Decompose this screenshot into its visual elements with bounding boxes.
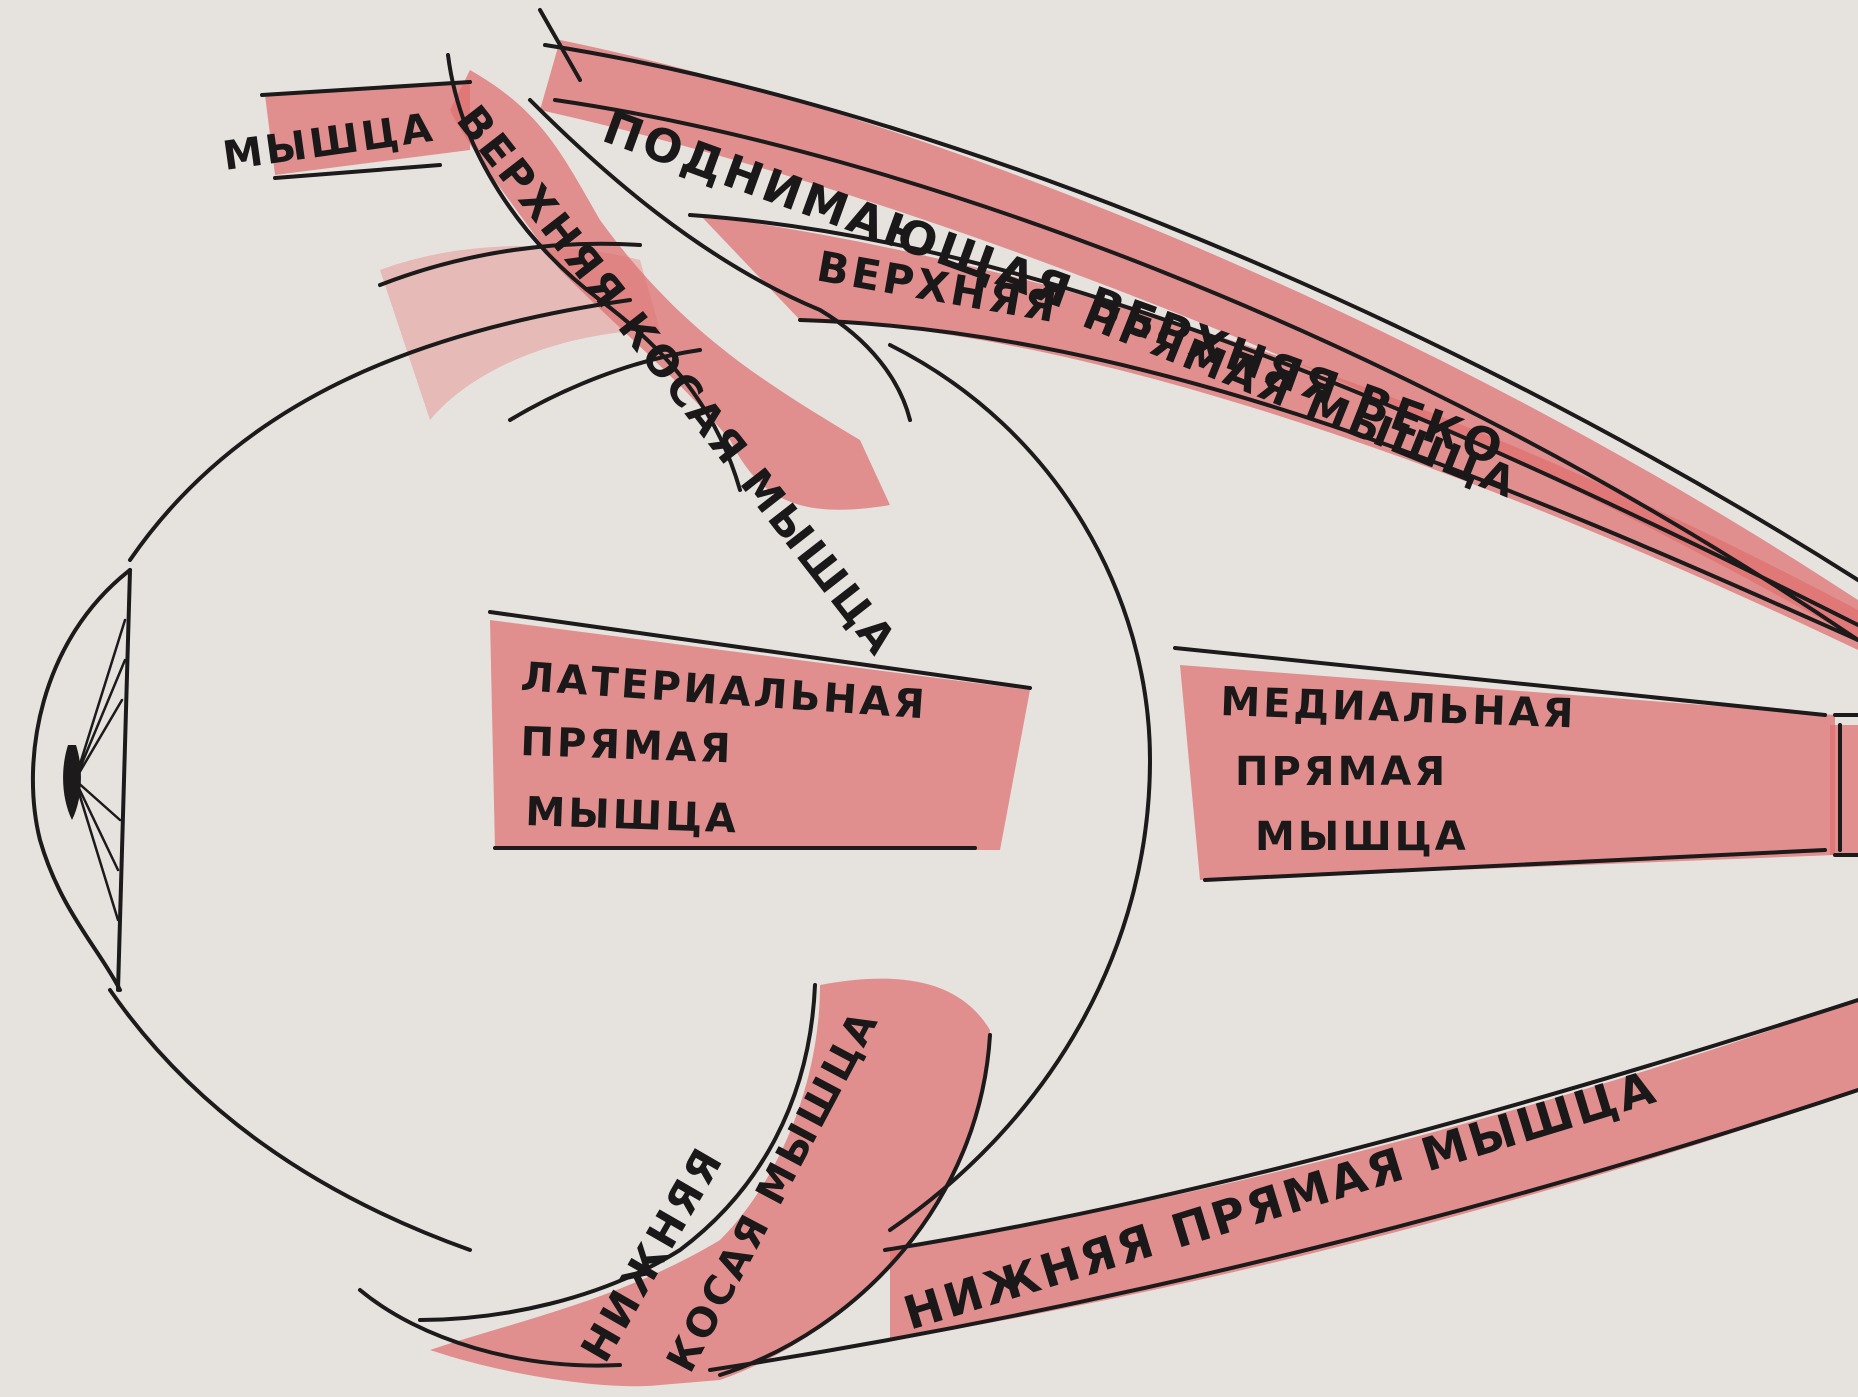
label-inferior-rectus: НИЖНЯЯ ПРЯМАЯ МЫШЦА: [897, 1059, 1663, 1340]
label-lateral-rectus-2: ПРЯМАЯ: [520, 719, 735, 772]
optic-nerve-stub: [1830, 725, 1858, 855]
cornea-outline: [33, 570, 130, 990]
label-lateral-rectus-3: МЫШЦА: [525, 789, 740, 842]
label-medial-rectus-3: МЫШЦА: [1255, 814, 1469, 860]
label-medial-rectus-2: ПРЯМАЯ: [1235, 749, 1448, 795]
iris-rays: [75, 620, 125, 920]
